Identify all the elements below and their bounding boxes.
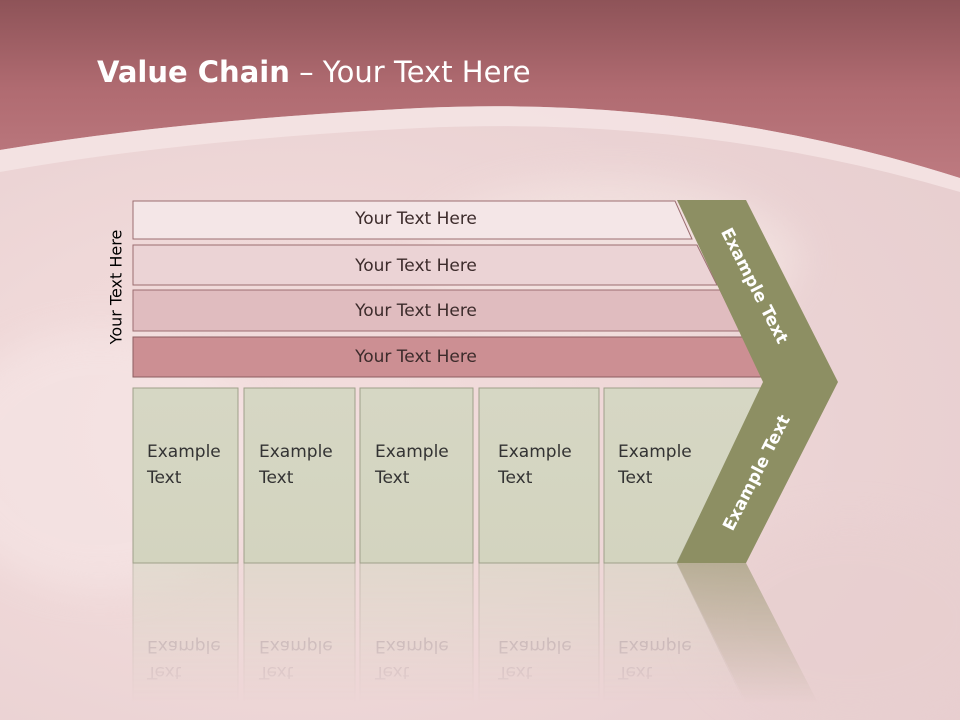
margin-chevron [677, 200, 838, 563]
box-line2: Text [498, 468, 533, 488]
page-title: Value Chain – Your Text Here [97, 55, 531, 89]
support-bar-1 [132, 200, 693, 240]
reflection-text: Text Example [498, 633, 598, 685]
box-line2: Text [259, 662, 294, 682]
header-banner [0, 0, 960, 192]
support-bar-1-label: Your Text Here [355, 209, 477, 229]
title-bold: Value Chain [97, 55, 290, 89]
box-line1: Example [147, 636, 221, 656]
box-line2: Text [259, 468, 294, 488]
reflection-text: Text Example [259, 633, 359, 685]
box-line1: Example [259, 442, 333, 462]
reflection-shapes [132, 563, 818, 703]
box-line2: Text [147, 662, 182, 682]
box-line1: Example [375, 442, 449, 462]
support-bar-2-label: Your Text Here [355, 256, 477, 276]
box-line2: Text [618, 468, 653, 488]
box-line2: Text [147, 468, 182, 488]
diagram-reflection: Text Example Text Example Text Example Text… [0, 563, 960, 703]
box-line2: Text [375, 662, 410, 682]
primary-box-3 [359, 387, 474, 564]
box-line1: Example [147, 442, 221, 462]
reflection-text: Text Example [147, 633, 247, 685]
box-line1: Example [498, 442, 572, 462]
support-bar-2 [132, 244, 718, 286]
reflection-text: Text Example [618, 633, 718, 685]
box-line1: Example [618, 636, 692, 656]
box-line2: Text [498, 662, 533, 682]
primary-box-1 [132, 387, 239, 564]
box-line2: Text [618, 662, 653, 682]
support-bar-4-label: Your Text Here [355, 347, 477, 367]
title-rest: – Your Text Here [289, 55, 531, 89]
box-line1: Example [498, 636, 572, 656]
box-line2: Text [375, 468, 410, 488]
primary-box-2 [243, 387, 356, 564]
reflection-text: Text Example [375, 633, 475, 685]
support-bar-3-label: Your Text Here [355, 301, 477, 321]
box-line1: Example [259, 636, 333, 656]
primary-box-4 [478, 387, 600, 564]
box-line1: Example [375, 636, 449, 656]
box-line1: Example [618, 442, 692, 462]
